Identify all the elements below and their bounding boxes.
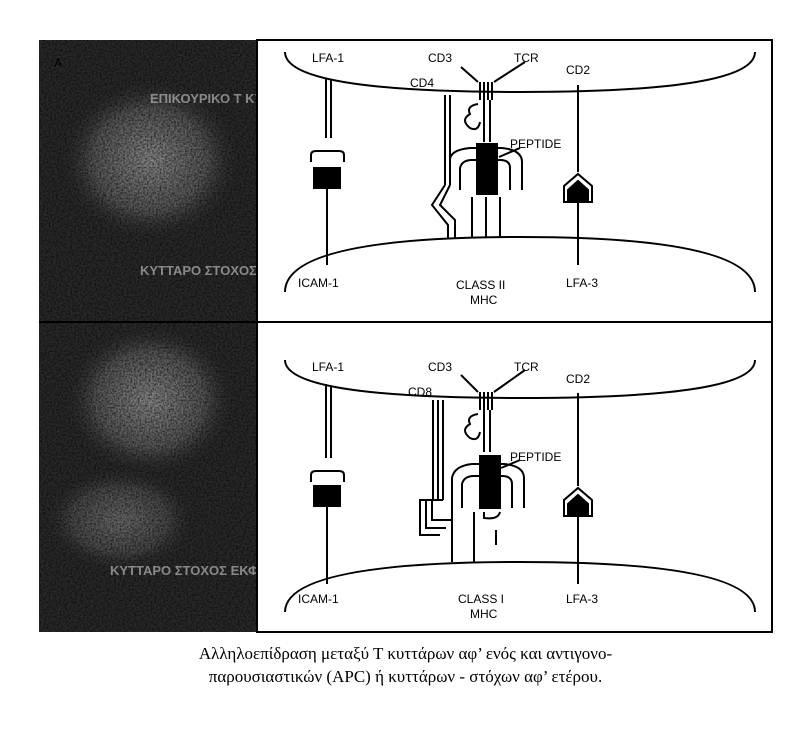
bottom-lfa3-label: LFA-3 [566, 592, 598, 606]
bottom-icam1-label: ICAM-1 [298, 592, 339, 606]
bottom-tcr-label: TCR [514, 360, 539, 374]
top-cd3-label: CD3 [428, 51, 452, 65]
t-cell-membrane-bottom [284, 359, 756, 400]
top-icam1-label: ICAM-1 [298, 276, 339, 290]
bottom-cd2-label: CD2 [566, 372, 590, 386]
bottom-lfa1-label: LFA-1 [312, 360, 344, 374]
bottom-panel-labels: LFA-1 CD3 TCR CD8 CD2 PEPTIDE ICAM-1 CLA… [298, 360, 598, 621]
micrograph-strip: A ΕΠΙΚΟΥΡΙΚΟ Τ ΚΥΤΤΑΡΟ ΚΥΤΤΑΡΟ ΣΤΟΧΟΣ ΕΚ… [39, 40, 416, 632]
t-cell-membrane-top [284, 51, 756, 94]
caption-line-2: παρουσιαστικών (APC) ή κυττάρων - στόχων… [208, 667, 603, 686]
top-lfa1-label: LFA-1 [312, 51, 344, 65]
top-peptide-label: PEPTIDE [510, 137, 561, 151]
top-panel-labels: LFA-1 CD3 TCR CD4 CD2 PEPTIDE ICAM-1 CLA… [298, 51, 598, 307]
figure-caption: Αλληλοεπίδραση μεταξύ Τ κυττάρων αφ’ ενό… [0, 642, 811, 688]
top-cd4-label: CD4 [410, 76, 434, 90]
diagram-frame [256, 39, 773, 633]
top-lfa3-label: LFA-3 [566, 276, 598, 290]
top-mhc-label: MHC [470, 293, 498, 307]
top-tcr-label: TCR [514, 51, 539, 65]
bottom-panel [284, 359, 756, 613]
apc-membrane-top [284, 235, 756, 293]
top-mhc-class-label: CLASS II [456, 278, 505, 292]
top-panel [284, 51, 756, 293]
caption-line-1: Αλληλοεπίδραση μεταξύ Τ κυττάρων αφ’ ενό… [198, 644, 613, 663]
bottom-cd8-label: CD8 [408, 385, 432, 399]
panel-letter: A [54, 56, 62, 70]
bottom-mhc-class-label: CLASS I [458, 592, 504, 606]
top-cd2-label: CD2 [566, 63, 590, 77]
bottom-mhc-label: MHC [470, 607, 498, 621]
target-membrane-bottom [284, 560, 756, 613]
bottom-cd3-label: CD3 [428, 360, 452, 374]
bottom-peptide-label: PEPTIDE [510, 450, 561, 464]
